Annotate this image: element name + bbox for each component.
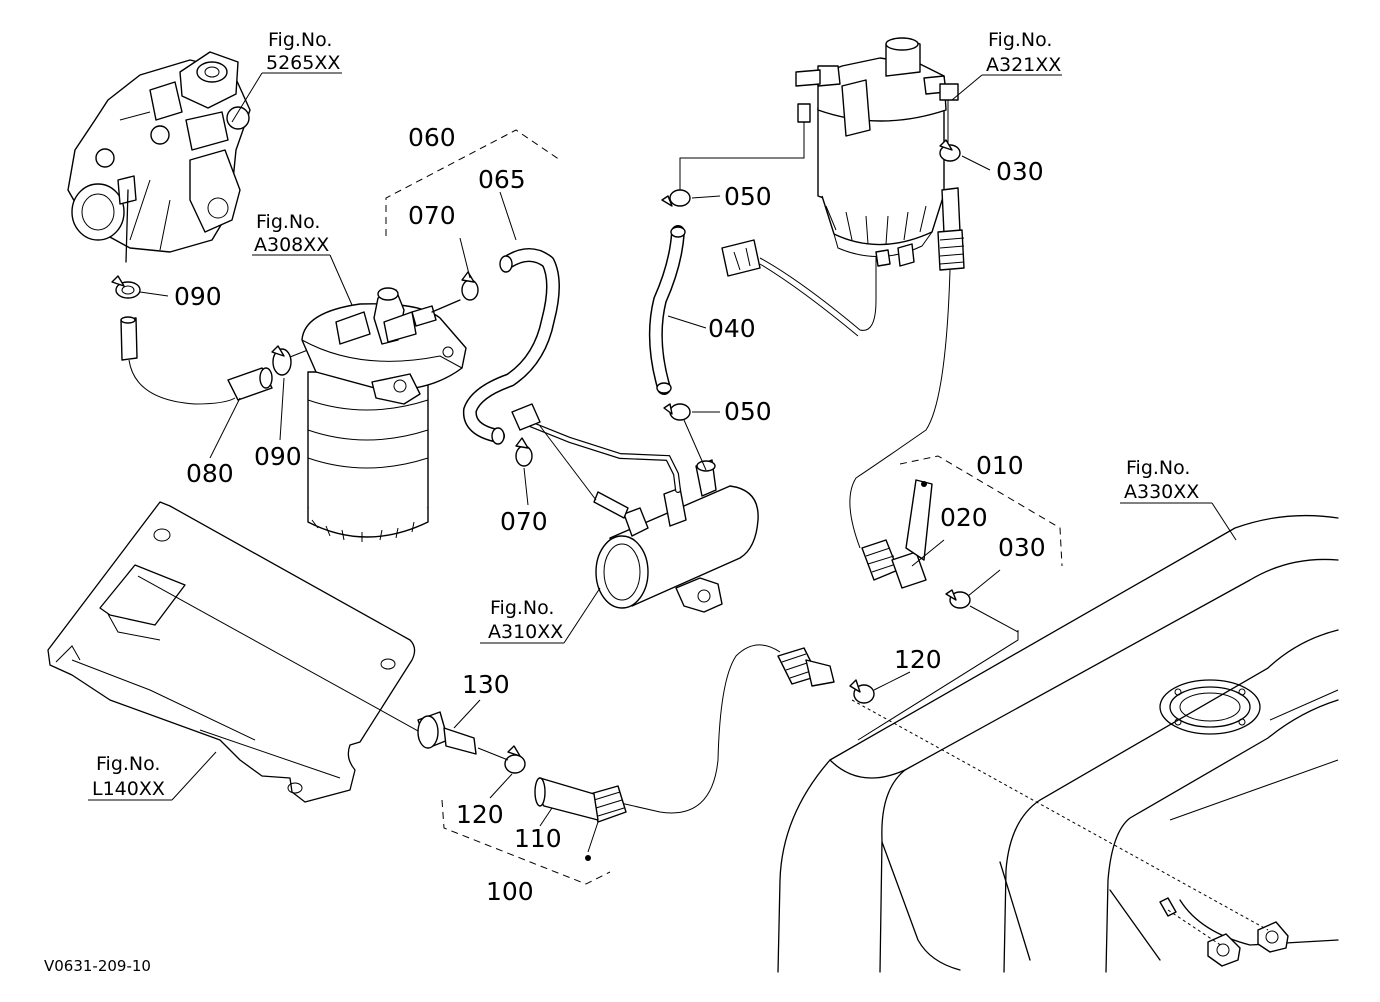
fig-ref-separator-line2: A321XX (986, 54, 1061, 76)
part-label-130: 130 (462, 670, 510, 699)
tank-line-100 (417, 605, 1019, 861)
electric-fuel-pump (511, 403, 759, 613)
fig-ref-pump-line1: Fig.No. (268, 29, 332, 51)
part-label-050: 050 (724, 397, 772, 426)
part-label-120: 120 (894, 645, 942, 674)
group-brackets (385, 129, 1063, 885)
fig-ref-feedpump-line2: A310XX (488, 621, 563, 643)
fig-ref-cover-line1: Fig.No. (96, 753, 160, 775)
part-label-110: 110 (514, 824, 562, 853)
part-label-120: 120 (456, 800, 504, 829)
part-label-030: 030 (996, 157, 1044, 186)
figure-references: Fig.No. 5265XX Fig.No. A308XX Fig.No. A3… (92, 29, 1199, 800)
fig-ref-tank-line1: Fig.No. (1126, 457, 1190, 479)
cover-plate (47, 501, 421, 803)
part-label-010: 010 (976, 451, 1024, 480)
fuel-tank (777, 514, 1339, 973)
part-label-090: 090 (174, 282, 222, 311)
part-label-030: 030 (998, 533, 1046, 562)
leader-lines (88, 72, 1237, 827)
return-line-090-080 (111, 275, 319, 405)
part-label-100: 100 (486, 877, 534, 906)
hose-040-assembly (648, 103, 811, 471)
part-labels: 060 065 070 090 080 090 070 050 040 050 … (174, 123, 1046, 906)
fig-ref-tank-line2: A330XX (1124, 481, 1199, 503)
part-label-020: 020 (940, 503, 988, 532)
tank-bolts (851, 699, 1289, 967)
part-label-060: 060 (408, 123, 456, 152)
part-label-080: 080 (186, 459, 234, 488)
drawing-code: V0631-209-10 (44, 957, 151, 975)
fig-ref-pump-line2: 5265XX (266, 52, 340, 74)
part-label-070: 070 (500, 507, 548, 536)
fig-ref-feedpump-line1: Fig.No. (490, 597, 554, 619)
fig-ref-separator-line1: Fig.No. (988, 29, 1052, 51)
injection-pump (67, 51, 251, 263)
suction-line-030-010 (849, 139, 971, 609)
fig-ref-filter-line2: A308XX (254, 234, 329, 256)
part-label-070: 070 (408, 201, 456, 230)
fig-ref-cover-line2: L140XX (92, 778, 165, 800)
water-separator (721, 37, 959, 337)
part-label-040: 040 (708, 314, 756, 343)
part-label-065: 065 (478, 165, 526, 194)
hose-065-assembly (461, 248, 560, 467)
part-label-090: 090 (254, 442, 302, 471)
part-label-050: 050 (724, 182, 772, 211)
fuel-filter (301, 287, 467, 542)
fig-ref-filter-line1: Fig.No. (256, 211, 320, 233)
